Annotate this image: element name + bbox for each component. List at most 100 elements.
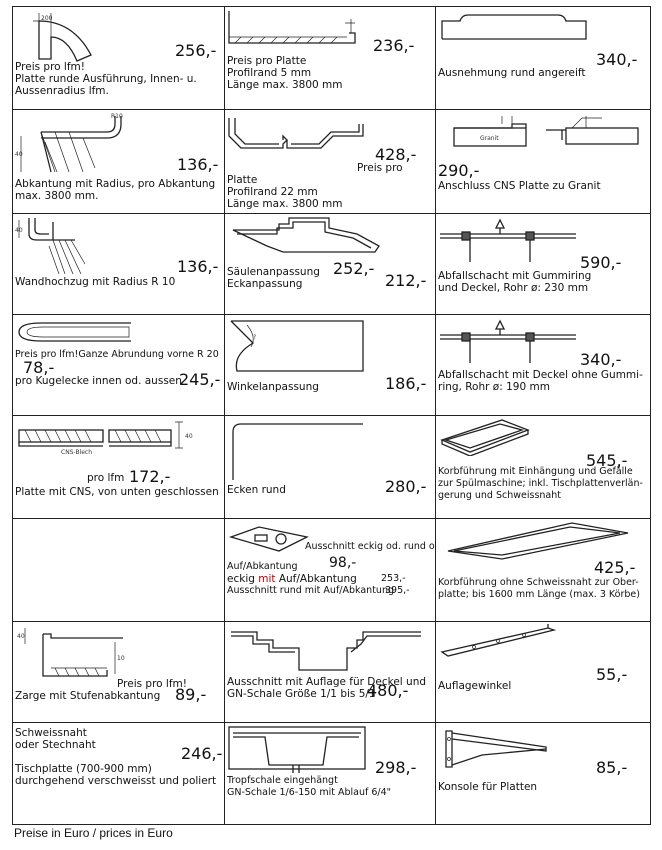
cell-profile-22mm: 428,- Preis pro Platte Profilrand 22 mm … — [224, 109, 436, 214]
svg-text:40: 40 — [15, 227, 23, 234]
cell-basket-guide-inclined: 545,- Korbführung mit Einhängung und Gef… — [435, 415, 651, 519]
cell-angle-fitting: ? Winkelanpassung 186,- — [224, 314, 436, 416]
text-line: ring, Rohr ø: 190 mm — [438, 381, 550, 393]
cell-weld-seam: Schweissnaht oder Stechnaht 246,- Tischp… — [12, 722, 225, 825]
heading: Ausschnitt eckig od. rund o. — [305, 541, 435, 552]
basket-guide-illustration — [440, 419, 530, 456]
cell-wall-upstand: 40 Wandhochzug mit Radius R 10 136,- — [12, 213, 225, 315]
text-line: pro lfm — [87, 472, 125, 484]
text-line: GN-Schale 1/6-150 mit Ablauf 6/4" — [227, 787, 392, 798]
waste-chute-illustration — [440, 218, 576, 262]
price: 340,- — [580, 350, 622, 369]
granite-joint-illustration: Granit — [453, 116, 639, 147]
note: Preis pro — [357, 162, 403, 174]
text-line: Eckanpassung — [227, 278, 303, 290]
text-line: Preis pro lfm!Ganze Abrundung vorne R 20 — [15, 349, 219, 360]
price: 98,- — [329, 555, 357, 571]
svg-text:Granit: Granit — [480, 135, 499, 142]
price: 55,- — [596, 665, 628, 684]
cell-basket-guide-straight: 425,- Korbführung ohne Schweissnaht zur … — [435, 518, 651, 622]
cell-cns-granite: Granit 290,- Anschluss CNS Platte zu Gra… — [435, 109, 651, 214]
cell-column-fitting: Säulenanpassung 252,- Eckanpassung 212,- — [224, 213, 436, 315]
svg-text:200: 200 — [41, 15, 53, 22]
price: 245,- — [179, 370, 221, 389]
price: 290,- — [438, 161, 480, 180]
note: Preis pro lfm! — [117, 678, 187, 690]
price: 236,- — [373, 36, 415, 55]
cutout-gn-illustration — [231, 631, 421, 671]
text-line: Länge max. 3800 mm — [227, 79, 343, 91]
cell-support-angle: 55,- Auflagewinkel — [435, 621, 651, 723]
text-line: Abkantung mit Radius, pro Abkantung — [15, 178, 216, 190]
text-line: Korbführung mit Einhängung und Gefälle — [438, 466, 633, 477]
text-line: zur Spülmaschine; inkl. Tischplattenverl… — [438, 478, 643, 489]
text-line: Korbführung ohne Schweissnaht zur Ober- — [438, 577, 639, 588]
text-line: Aussenradius lfm. — [15, 85, 109, 97]
text-line: Länge max. 3800 mm — [227, 198, 343, 210]
price-table: 200 Preis pro lfm! Platte runde Ausführu… — [12, 6, 651, 825]
recess-illustration — [441, 14, 587, 40]
price: 212,- — [385, 271, 427, 290]
text-part: eckig — [227, 573, 259, 585]
round-plate-illustration: 200 — [33, 13, 92, 62]
price: 246,- — [181, 744, 223, 763]
cell-empty — [12, 518, 225, 622]
profile-22mm-illustration — [228, 118, 364, 149]
text-line: max. 3800 mm. — [15, 190, 99, 202]
text-line: eckig mit Auf/Abkantung — [227, 573, 357, 585]
svg-text:?: ? — [253, 334, 256, 341]
svg-text:40: 40 — [15, 151, 23, 158]
cell-console: 85,- Konsole für Platten — [435, 722, 651, 825]
wall-upstand-illustration: 40 — [15, 218, 86, 274]
text-line: Konsole für Platten — [438, 781, 538, 793]
price: 395,- — [385, 585, 410, 596]
price: 340,- — [596, 50, 638, 69]
text-line: durchgehend verschweisst und poliert — [15, 775, 217, 787]
cutout-illustration — [229, 526, 309, 552]
price: 78,- — [23, 358, 55, 377]
price: 136,- — [177, 257, 219, 276]
waste-chute-illustration — [440, 319, 576, 363]
text-line: Zarge mit Stufenabkantung — [15, 690, 161, 702]
cell-cutout: Ausschnitt eckig od. rund o. Auf/Abkantu… — [224, 518, 436, 622]
price: 252,- — [333, 259, 375, 278]
text-line: Abfallschacht mit Deckel ohne Gummi- — [438, 369, 643, 381]
svg-text:R10: R10 — [111, 113, 123, 120]
cell-plate-cns: 40 CNS-Blech pro lfm 172,- Platte mit CN… — [12, 415, 225, 519]
cell-recess-round: Ausnehmung rund angereift 340,- — [435, 6, 651, 110]
svg-text:40: 40 — [185, 433, 193, 440]
text-line: Profilrand 22 mm — [227, 186, 318, 198]
text-line: oder Stechnaht — [15, 739, 96, 751]
text-line: Platte mit CNS, von unten geschlossen — [15, 486, 219, 498]
price: 85,- — [596, 758, 628, 777]
text-line: Auflagewinkel — [438, 680, 512, 692]
drip-tray-illustration — [228, 726, 366, 773]
price: 136,- — [177, 155, 219, 174]
text-line: Ecken rund — [227, 484, 286, 496]
price: 425,- — [594, 558, 636, 577]
bend-radius-illustration: 40 R10 — [15, 113, 123, 173]
cell-full-rounding: Preis pro lfm!Ganze Abrundung vorne R 20… — [12, 314, 225, 416]
plate-cns-illustration: 40 CNS-Blech — [18, 421, 193, 456]
full-rounding-illustration — [18, 322, 131, 342]
text-line: Winkelanpassung — [227, 381, 319, 393]
price: 280,- — [385, 477, 427, 496]
cell-waste-chute-230: 590,- Abfallschacht mit Gummiring und De… — [435, 213, 651, 315]
price: 256,- — [175, 41, 217, 60]
text-line: Auf/Abkantung — [227, 561, 298, 572]
frame-step-illustration: 40 100 — [17, 628, 125, 677]
cell-drip-tray: 298,- Tropfschale eingehängt GN-Schale 1… — [224, 722, 436, 825]
price: 545,- — [586, 451, 628, 470]
cell-profile-5mm: Preis pro Platte Profilrand 5 mm Länge m… — [224, 6, 436, 110]
text-line: platte; bis 1600 mm Länge (max. 3 Körbe) — [438, 589, 640, 600]
text-line: Preis pro lfm! — [15, 61, 85, 73]
svg-text:40: 40 — [17, 633, 25, 640]
svg-text:CNS-Blech: CNS-Blech — [61, 449, 92, 456]
cell-bend-radius: 40 R10 Abkantung mit Radius, pro Abkantu… — [12, 109, 225, 214]
column-fitting-illustration — [232, 217, 380, 253]
rounded-corners-illustration — [232, 423, 363, 480]
text-line: pro Kugelecke innen od. aussen — [15, 375, 182, 387]
support-angle-illustration — [440, 624, 557, 657]
text-line: gerung und Schweissnaht — [438, 490, 561, 501]
text-line: Preis pro Platte — [227, 55, 307, 67]
